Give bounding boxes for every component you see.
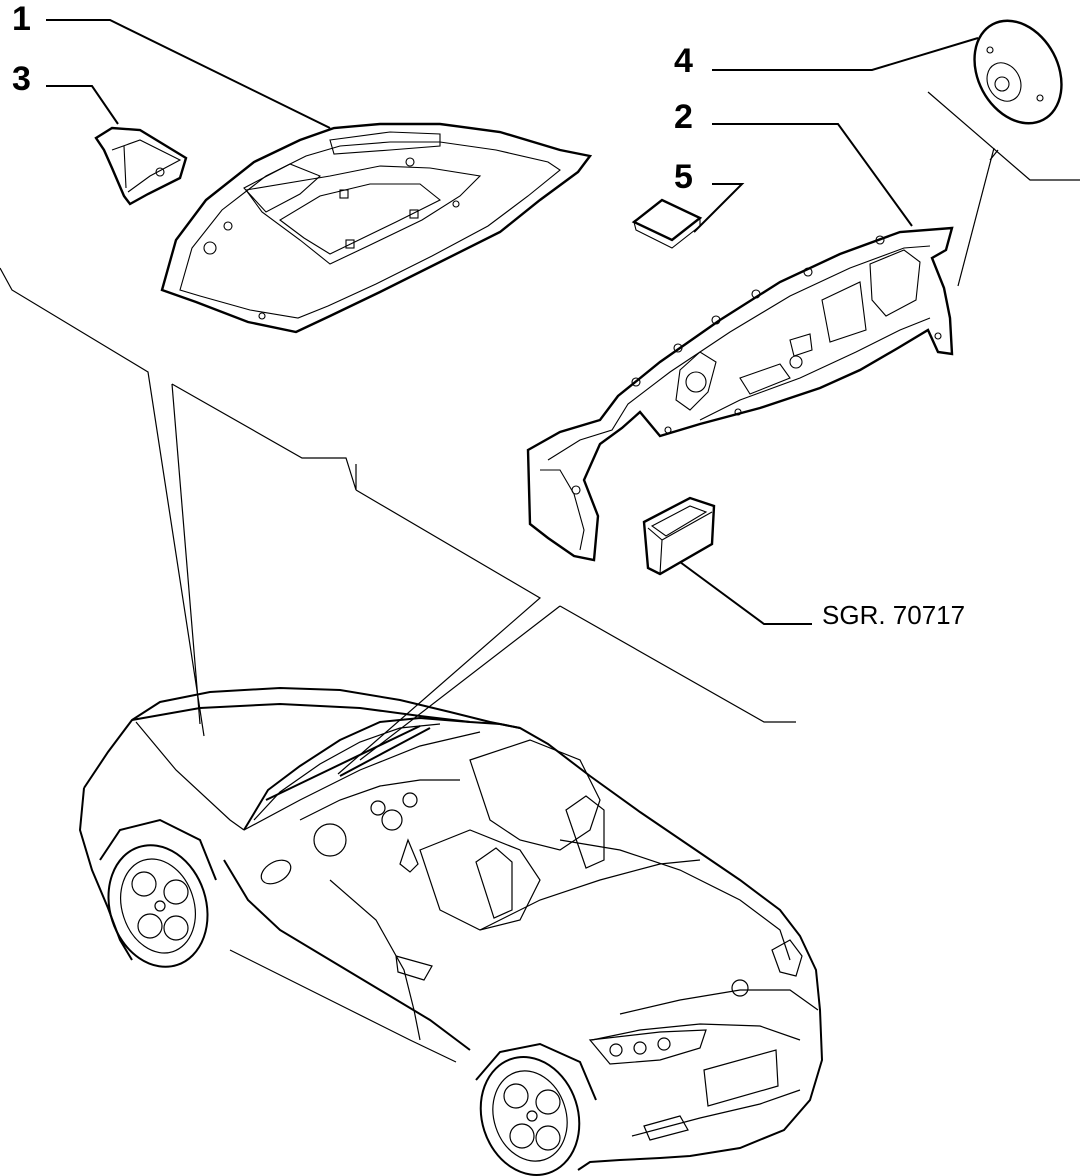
part-3-bracket[interactable] [94, 126, 188, 206]
leader-1 [46, 19, 331, 129]
sgr-70717-duct[interactable] [642, 496, 716, 576]
leader-1-to-car-a [0, 267, 205, 737]
reference-code: SGR. 70717 [822, 600, 965, 630]
leader-2-to-car-b [359, 605, 561, 761]
callout-4[interactable]: 4 [674, 42, 693, 80]
callout-1[interactable]: 1 [12, 0, 31, 38]
leader-5 [693, 183, 745, 233]
part-4-clip[interactable] [957, 6, 1078, 139]
leader-lines [0, 19, 1080, 775]
part-2-bulkhead-insulation[interactable] [526, 226, 954, 562]
leader-4 [712, 37, 979, 71]
callout-5[interactable]: 5 [674, 158, 693, 196]
leader-break [171, 383, 357, 491]
leader-ref [679, 561, 812, 625]
leader-3 [46, 85, 119, 125]
part-1-hood-insulation[interactable] [160, 122, 593, 334]
car-overview [78, 686, 824, 1176]
callout-2[interactable]: 2 [674, 98, 693, 136]
leader-4-to-2 [957, 147, 995, 287]
front-wheel [107, 844, 209, 968]
callout-3[interactable]: 3 [12, 60, 31, 98]
leader-4-extra [927, 91, 1080, 181]
rear-wheel [479, 1056, 581, 1176]
leader-1-to-car-b [171, 383, 201, 725]
leader-2-to-car-a [337, 489, 542, 775]
leader-2 [712, 123, 913, 227]
part-5-pad[interactable] [631, 198, 703, 249]
leader-2-end [559, 605, 796, 723]
